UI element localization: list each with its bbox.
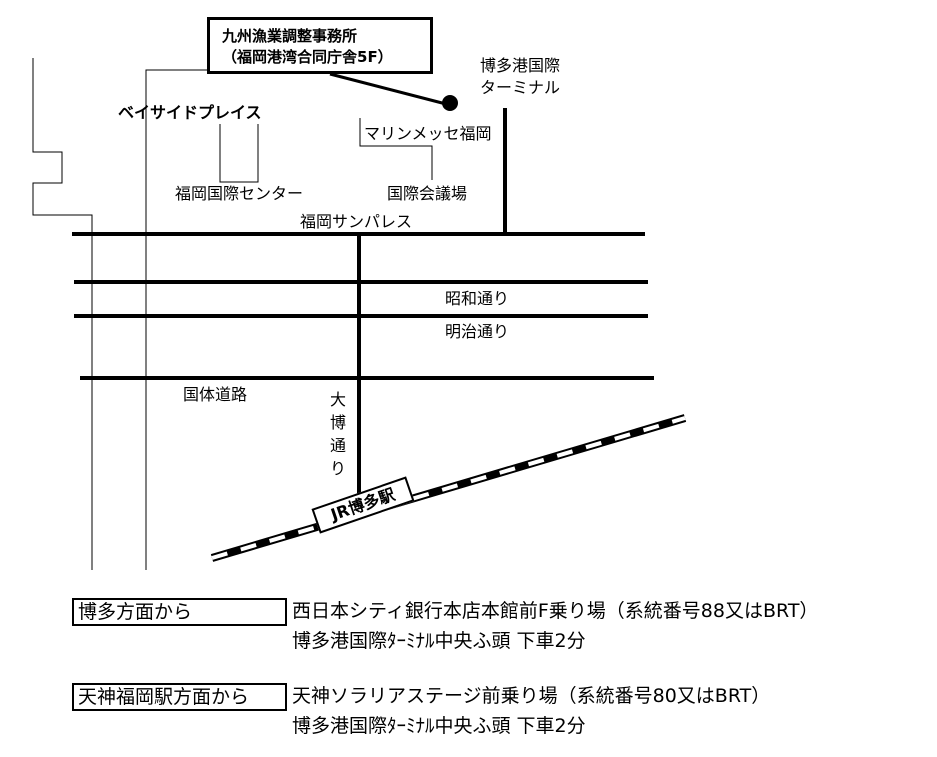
messe-outline [359,118,433,180]
intl-center-outline [219,124,259,183]
area-map [32,58,687,570]
office-building: （福岡港湾合同庁舎5F） [222,48,393,66]
meiji-street-label: 明治通り [445,322,510,341]
coastline-left [32,58,93,570]
tenjin-route-line1: 天神ソラリアステージ前乗り場（系統番号80又はBRT） [292,685,771,707]
bayside-boundary [145,69,255,570]
office-location-marker [442,95,458,111]
hakata-route-line1: 西日本シティ銀行本店本館前F乗り場（系統番号88又はBRT） [292,600,819,622]
office-callout: 九州漁業調整事務所 （福岡港湾合同庁舎5F） [207,17,433,74]
daihaku-street-label: 大 博 通 り [328,388,348,480]
daihaku-char-4: り [329,459,346,478]
daihaku-char-3: 通 [329,436,346,455]
hakata-route-line2: 博多港国際ﾀｰﾐﾅﾙ中央ふ頭 下車2分 [292,630,586,652]
conference-center-label: 国際会議場 [387,184,468,203]
from-hakata-label: 博多方面から [72,598,287,626]
kokutai-road-label: 国体道路 [183,385,248,404]
bayside-place-label: ベイサイドプレイス [118,103,262,122]
tenjin-route-line2: 博多港国際ﾀｰﾐﾅﾙ中央ふ頭 下車2分 [292,715,586,737]
office-name: 九州漁業調整事務所 [222,27,358,45]
railway-dash [211,416,686,560]
terminal-label-line1: 博多港国際 [480,56,561,75]
intl-center-label: 福岡国際センター [175,184,304,203]
callout-pointer [329,72,447,106]
terminal-label-line2: ターミナル [480,78,561,97]
sunpalace-label: 福岡サンパレス [300,212,413,231]
daihaku-char-2: 博 [329,413,346,432]
marine-messe-label: マリンメッセ福岡 [364,124,492,143]
terminal-label: 博多港国際 ターミナル [480,55,560,99]
showa-street-label: 昭和通り [445,289,510,308]
daihaku-char-1: 大 [329,390,346,409]
from-tenjin-label: 天神福岡駅方面から [72,683,287,711]
